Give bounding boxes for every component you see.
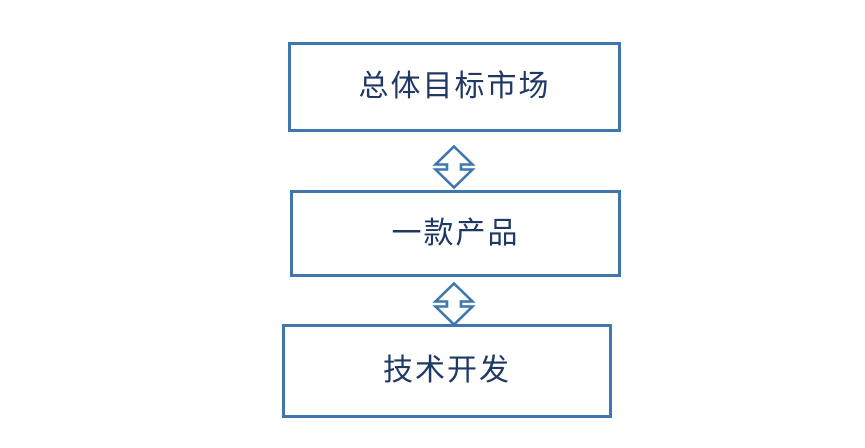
node-label-one-product: 一款产品 [391,216,520,250]
node-box-tech-dev[interactable]: 技术开发 [282,324,612,418]
double-headed-vertical-arrow-icon [432,281,476,327]
double-headed-vertical-arrow-glyph [432,144,476,190]
node-label-tech-dev: 技术开发 [383,354,511,387]
double-headed-vertical-arrow-icon [432,144,476,190]
double-headed-vertical-arrow-glyph [432,281,476,327]
node-box-one-product[interactable]: 一款产品 [290,190,621,277]
node-box-total-market[interactable]: 总体目标市场 [288,42,621,132]
node-label-total-market: 总体目标市场 [358,70,551,103]
